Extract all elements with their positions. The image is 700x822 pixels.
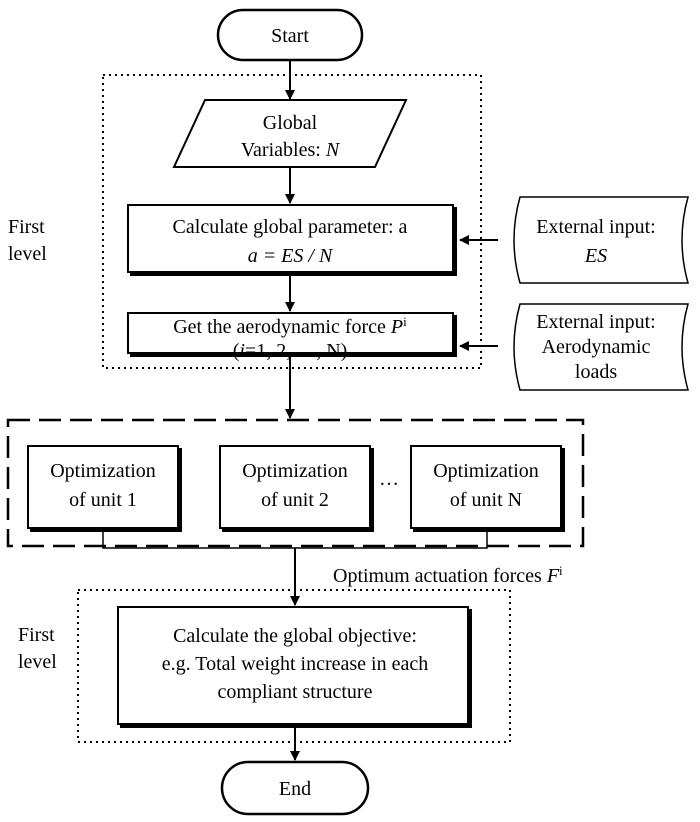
- first-level-top-group: [102, 74, 482, 369]
- global-objective-line3: compliant structure: [218, 681, 373, 703]
- external-input-es-line1: External input:: [536, 216, 655, 238]
- global-objective-line2: e.g. Total weight increase in each: [162, 653, 428, 675]
- first-level-top-line2: level: [8, 243, 47, 265]
- unit-n-box: [410, 445, 562, 529]
- global-variables-box: [172, 99, 408, 168]
- unit-2-box: [219, 445, 371, 529]
- unit-optimization-group: [6, 418, 585, 548]
- unit-n-line1: Optimization: [433, 460, 539, 482]
- external-input-aero-box: [513, 303, 689, 391]
- optimum-forces-label: Optimum actuation forces Fi: [333, 563, 563, 588]
- global-variables-line1: Global: [263, 112, 318, 134]
- global-objective-line1: Calculate the global objective:: [173, 625, 417, 647]
- unit-2-line2: of unit 2: [261, 489, 329, 511]
- unit-2-line1: Optimization: [242, 460, 348, 482]
- end-terminator: [220, 760, 370, 816]
- first-level-top-line1: First: [8, 216, 45, 238]
- global-variables-line2: Variables: N: [241, 139, 341, 161]
- external-input-es-box: [513, 196, 689, 284]
- aero-force-box: [127, 312, 454, 354]
- start-terminator: [216, 8, 364, 62]
- unit-1-box: [27, 445, 179, 529]
- external-input-es-line2: ES: [584, 245, 607, 267]
- end-label: End: [279, 778, 311, 800]
- global-objective-box: [117, 606, 469, 725]
- first-level-bottom-line1: First: [18, 624, 55, 646]
- first-level-bottom-line2: level: [18, 651, 57, 673]
- start-label: Start: [271, 25, 309, 47]
- external-input-aero-line1: External input:: [536, 311, 655, 333]
- units-ellipsis: …: [379, 468, 399, 490]
- external-input-aero-line3: loads: [575, 361, 617, 383]
- calc-param-box: [127, 204, 454, 273]
- calc-param-line1: Calculate global parameter: a: [173, 216, 408, 238]
- unit-n-line2: of unit N: [450, 489, 522, 511]
- calc-param-formula: a = ES / N: [248, 245, 334, 267]
- aero-force-line2: (i=1, 2, …, N): [233, 340, 348, 362]
- unit-1-line1: Optimization: [50, 460, 156, 482]
- aero-force-line1: Get the aerodynamic force Pi: [173, 314, 407, 339]
- external-input-aero-line2: Aerodynamic: [542, 336, 651, 358]
- unit-1-line2: of unit 1: [69, 489, 137, 511]
